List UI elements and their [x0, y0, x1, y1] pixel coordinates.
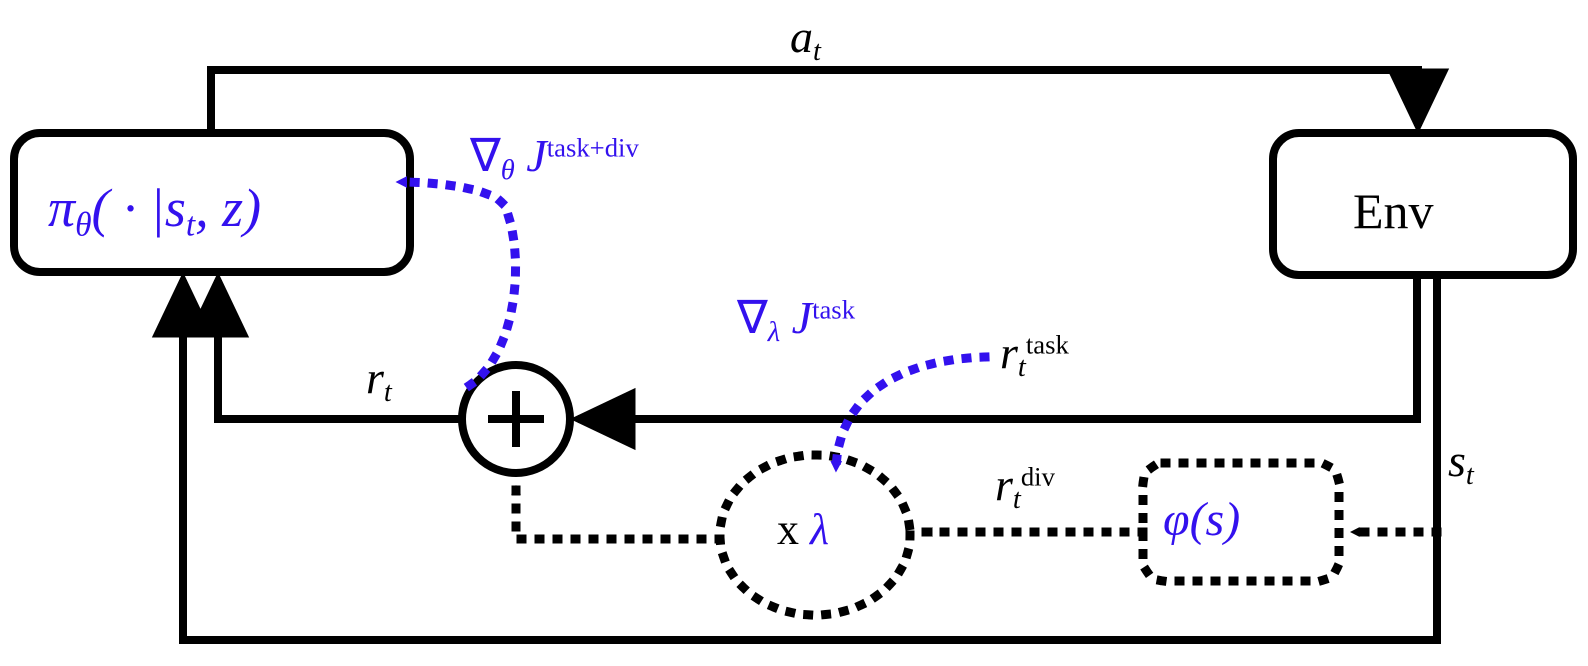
phi-box-shape: [1138, 458, 1344, 586]
reward-div-sup: div: [1020, 461, 1055, 492]
edge-multiply-to-sum-path: [511, 482, 725, 544]
reward-task-sub: t: [1017, 351, 1026, 383]
policy-label-state-sub: t: [185, 206, 196, 244]
edge-label-reward-total: rt: [366, 355, 392, 408]
edge-label-grad-lambda: ∇λ Jtask: [737, 295, 855, 348]
edge-state-feedback-path: [151, 271, 1441, 644]
policy-label-state: s: [164, 178, 186, 238]
reward-div-base: r: [995, 459, 1013, 510]
state-base: s: [1448, 435, 1466, 486]
grad-theta-sub: θ: [500, 154, 515, 186]
reward-task-sup: task: [1025, 329, 1069, 360]
grad-lambda-sub: λ: [767, 316, 781, 348]
reward-total-base: r: [366, 352, 384, 403]
grad-lambda-sup: task: [812, 294, 856, 325]
env-box-label: Env: [1353, 183, 1434, 239]
grad-lambda-objective: J: [791, 292, 813, 343]
edge-grad-lambda-path[interactable]: [830, 352, 990, 475]
edge-label-state: st: [1448, 438, 1474, 491]
grad-theta-objective: J: [526, 130, 547, 181]
edge-label-grad-theta: ∇θ Jtask+div: [470, 133, 639, 186]
multiply-node-label: x λ: [777, 508, 829, 552]
reward-task-base: r: [1000, 327, 1018, 378]
edge-label-reward-div: rtdiv: [995, 462, 1055, 515]
grad-theta-nabla: ∇: [470, 130, 501, 181]
phi-label-symbol: φ: [1163, 493, 1190, 546]
action-sub: t: [813, 35, 821, 67]
policy-label-args: ( · |: [91, 178, 165, 238]
edge-label-reward-task: rttask: [1000, 330, 1069, 383]
policy-label-theta: θ: [75, 206, 92, 244]
state-sub: t: [1465, 459, 1474, 491]
phi-label-args: (s): [1189, 493, 1241, 546]
multiply-label-x: x: [777, 505, 799, 554]
grad-theta-sup: task+div: [546, 132, 639, 163]
policy-label-pi: π: [48, 178, 76, 238]
phi-box-label: φ(s): [1163, 496, 1240, 544]
edge-task-reward-path: [569, 275, 1421, 451]
edge-total-reward-path: [186, 271, 462, 423]
policy-label-comma-z: , z): [195, 178, 262, 238]
reward-div-sub: t: [1012, 483, 1021, 515]
multiply-label-lambda: λ: [810, 505, 830, 554]
edge-action-path: [207, 66, 1450, 135]
policy-box-label: πθ( · |st, z): [48, 181, 261, 242]
action-base: a: [790, 11, 813, 62]
edge-label-action: at: [790, 14, 821, 67]
edge-grad-theta-path[interactable]: [393, 176, 520, 392]
reward-total-sub: t: [383, 376, 392, 408]
grad-lambda-nabla: ∇: [737, 292, 768, 343]
